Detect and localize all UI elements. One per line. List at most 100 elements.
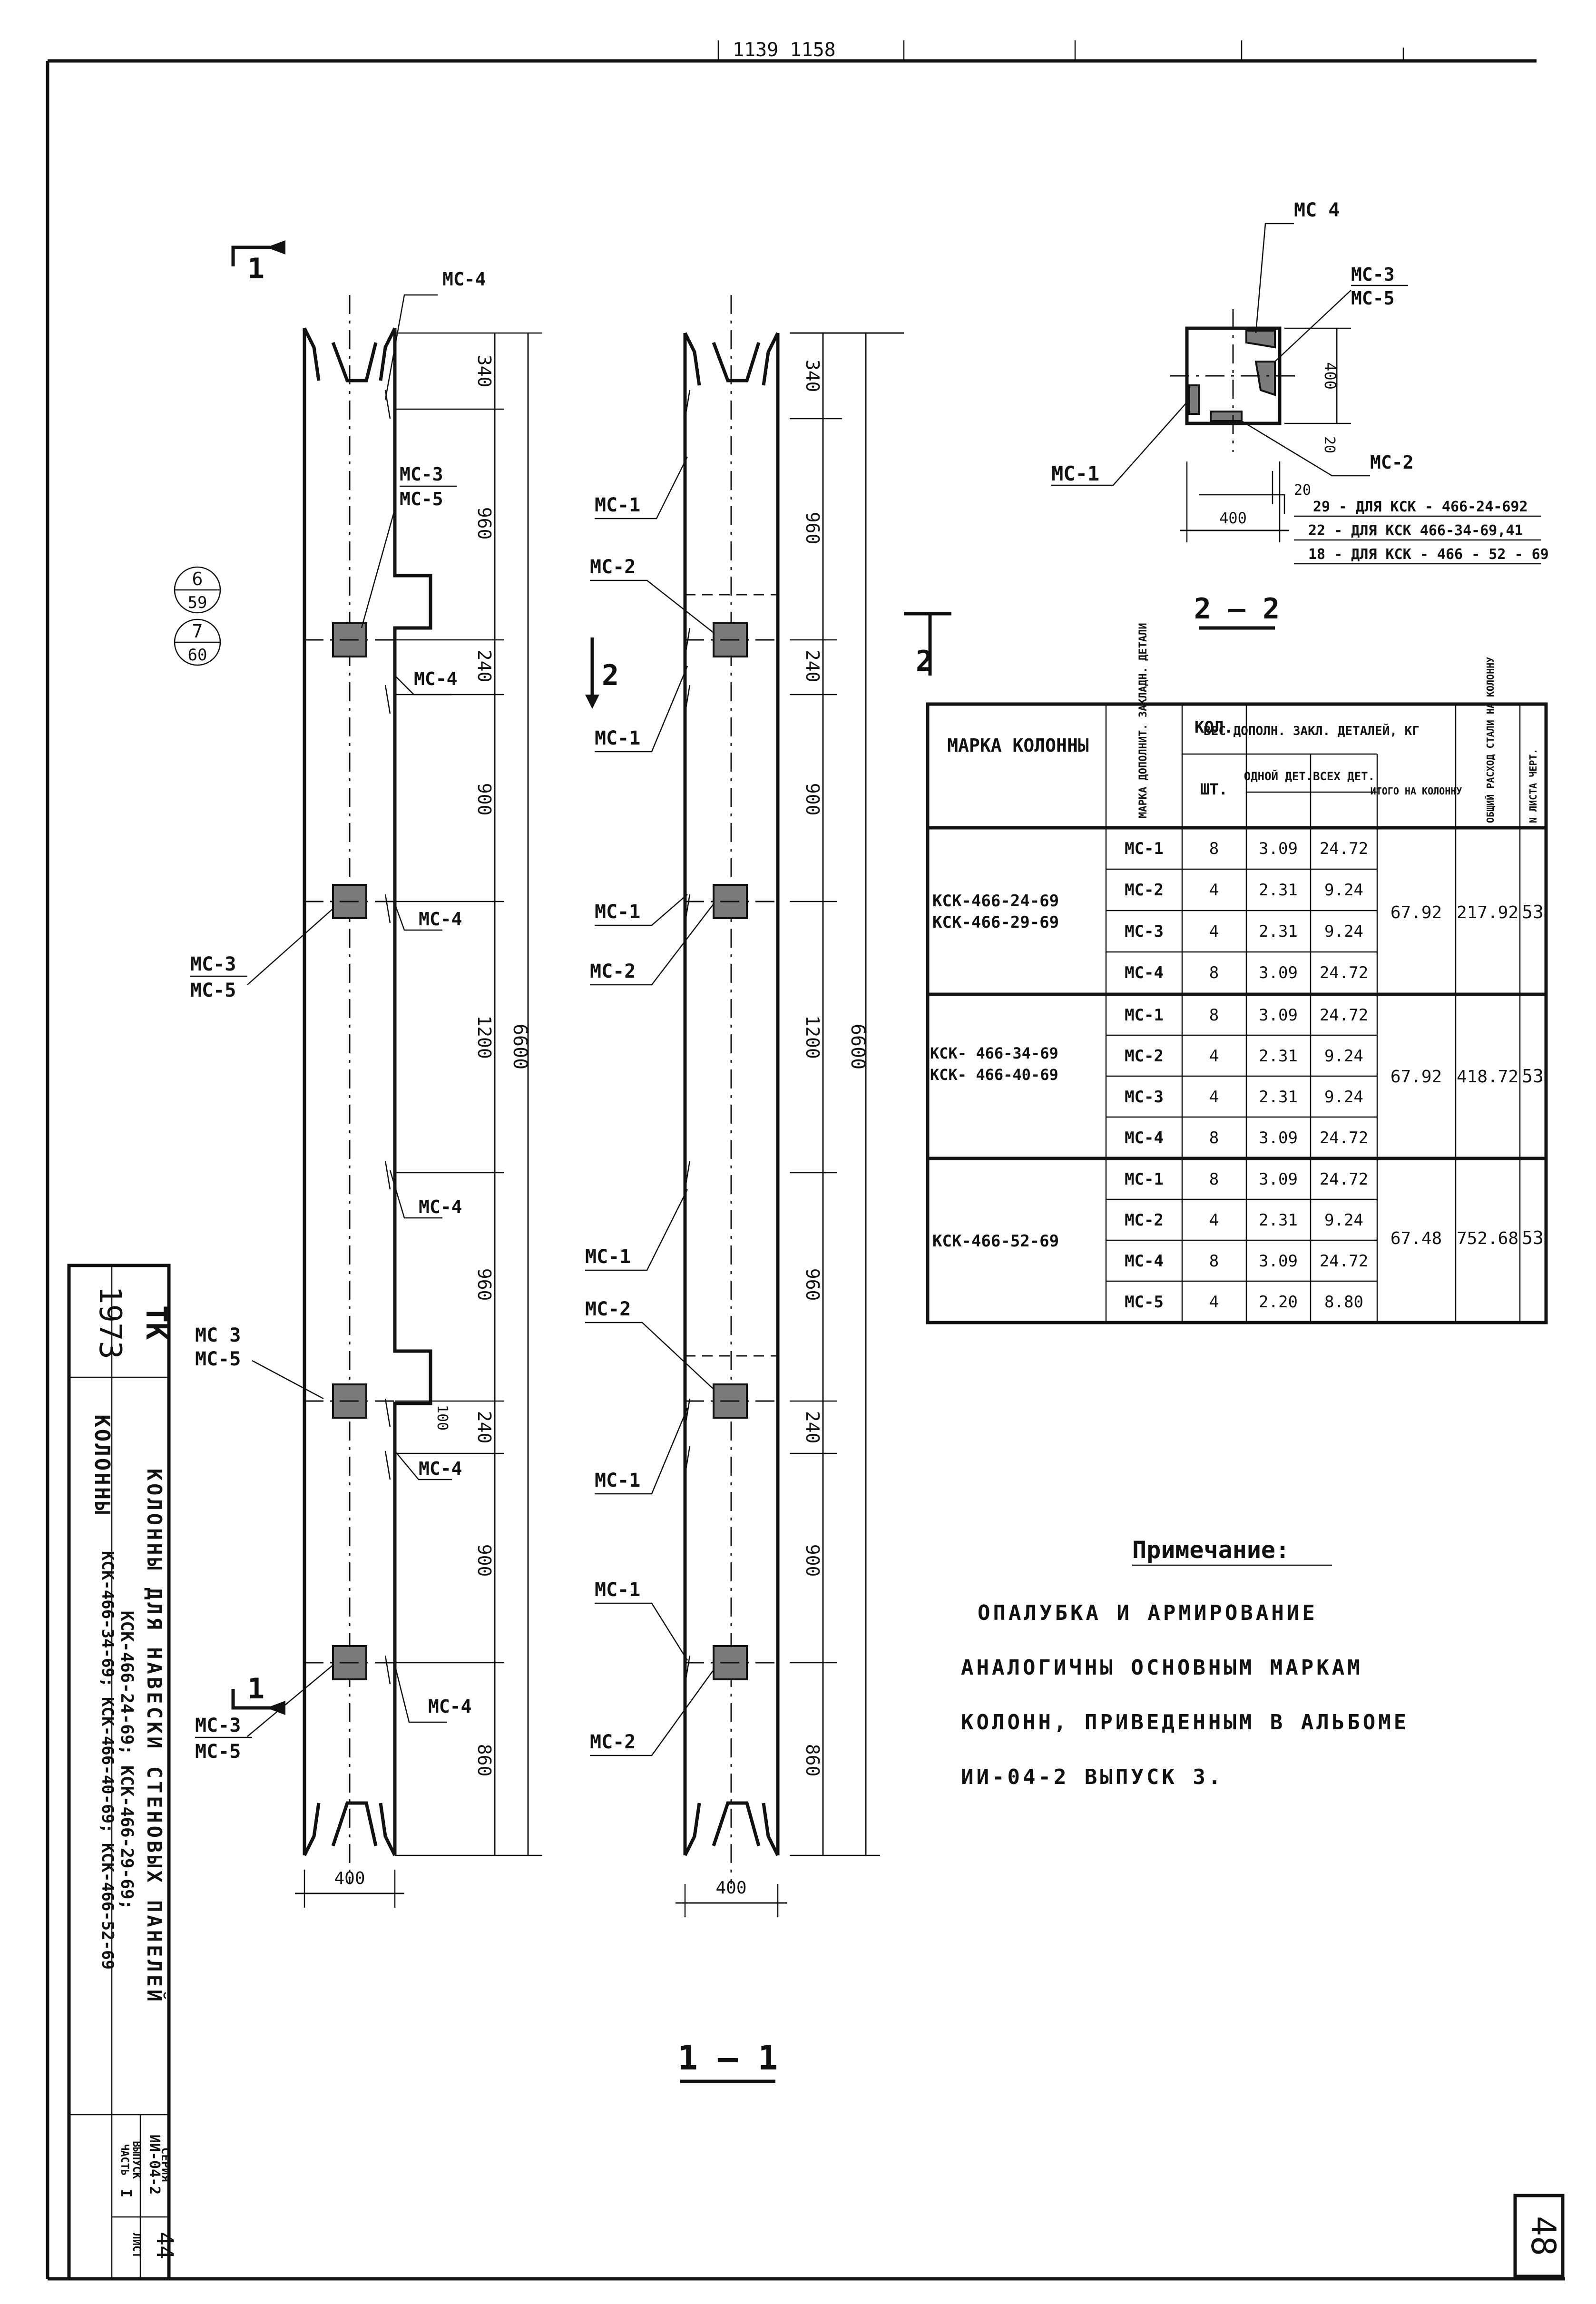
r-label-8: МС-1 bbox=[595, 1470, 640, 1491]
g2-r4-one: 3.09 bbox=[1259, 1128, 1298, 1147]
g3-per-col: 67.48 bbox=[1390, 1229, 1442, 1248]
g3-steel: 752.68 bbox=[1457, 1229, 1518, 1248]
left-column-view: 1 1 340 960 240 900 120 bbox=[174, 240, 542, 1908]
note-line-4: ИИ-04-2 ВЫПУСК 3. bbox=[961, 1765, 1224, 1789]
tb-line1: КСК-466-24-69; КСК-466-29-69; bbox=[117, 1611, 137, 1910]
g1-r1-qty: 8 bbox=[1209, 839, 1219, 858]
left-dim-340: 340 bbox=[474, 355, 495, 388]
g1-r3-part: МС-3 bbox=[1125, 922, 1164, 941]
label-row5-mc4: МС-4 bbox=[419, 1458, 462, 1479]
right-dim-960-a: 960 bbox=[802, 512, 823, 545]
s22-caption: 2 — 2 bbox=[1194, 592, 1280, 626]
g2-r2-one: 2.31 bbox=[1259, 1047, 1298, 1066]
g1-r3-one: 2.31 bbox=[1259, 922, 1298, 941]
tb-category: КОЛОННЫ bbox=[90, 1414, 114, 1516]
hdr-per-col: ИТОГО НА КОЛОННУ bbox=[1371, 785, 1462, 797]
g3-r4-one: 2.20 bbox=[1259, 1293, 1298, 1312]
sheet-frame: 1139 1158 bbox=[46, 39, 1565, 2281]
g2-r1-part: МС-1 bbox=[1125, 1006, 1164, 1025]
left-dim-240-a: 240 bbox=[474, 650, 495, 683]
g1-r2-part: МС-2 bbox=[1125, 881, 1164, 900]
g2-r3-qty: 4 bbox=[1209, 1088, 1219, 1107]
g1-r1-one: 3.09 bbox=[1259, 839, 1298, 858]
g3-r2-qty: 4 bbox=[1209, 1211, 1219, 1230]
hdr-part-mark: МАРКА ДОПОЛНИТ. ЗАКЛАДН. ДЕТАЛИ bbox=[1137, 623, 1149, 818]
g2-r1-one: 3.09 bbox=[1259, 1006, 1298, 1025]
r-label-5: МС-2 bbox=[590, 961, 636, 982]
right-width-dim: 400 bbox=[715, 1878, 746, 1898]
g3-r1-qty: 8 bbox=[1209, 1170, 1219, 1189]
tb-issue: I bbox=[117, 2189, 134, 2197]
g3-r4-all: 8.80 bbox=[1324, 1293, 1363, 1312]
g3-r3-all: 24.72 bbox=[1320, 1252, 1368, 1271]
ref-7: 7 bbox=[192, 621, 203, 642]
g2-r2-all: 9.24 bbox=[1324, 1047, 1363, 1066]
s22-label-left: МС-1 bbox=[1051, 462, 1099, 485]
s22-label-b: МС-5 bbox=[1351, 288, 1395, 309]
title-block: 1973 ТК КОЛОННЫ КОЛОННЫ ДЛЯ НАВЕСКИ СТЕН… bbox=[67, 1264, 178, 2281]
section-2-2: МС 4 МС-3 МС-5 МС-2 МС-1 400 20 400 20 2… bbox=[904, 199, 1549, 678]
note-block: Примечание: ОПАЛУБКА И АРМИРОВАНИЕ АНАЛО… bbox=[961, 1536, 1409, 1789]
tb-part-label: ЧАСТЬ bbox=[118, 2144, 130, 2176]
r-label-3: МС-1 bbox=[595, 727, 640, 749]
hdr-sheet: N ЛИСТА ЧЕРТ. bbox=[1527, 748, 1539, 823]
tb-title: КОЛОННЫ ДЛЯ НАВЕСКИ СТЕНОВЫХ ПАНЕЛЕЙ bbox=[143, 1469, 166, 2004]
g3-r1-part: МС-1 bbox=[1125, 1170, 1164, 1189]
section-mark-top-left: 1 bbox=[247, 252, 264, 285]
right-dim-1200: 1200 bbox=[802, 1015, 823, 1059]
label-row6-mc3: МС-3 bbox=[195, 1715, 241, 1736]
tb-series-label: СЕРИЯ bbox=[159, 2147, 172, 2182]
right-dim-total: 6600 bbox=[847, 1024, 869, 1069]
label-row6-mc4: МС-4 bbox=[428, 1696, 472, 1717]
g2-r3-one: 2.31 bbox=[1259, 1088, 1298, 1107]
s22-note-1: 29 - ДЛЯ КСК - 466-24-692 bbox=[1313, 499, 1528, 515]
g2-r4-qty: 8 bbox=[1209, 1128, 1219, 1147]
ref-6: 6 bbox=[192, 569, 203, 589]
g3-r2-all: 9.24 bbox=[1324, 1211, 1363, 1230]
g1-sheet: 53 bbox=[1522, 902, 1544, 922]
g1-r1-all: 24.72 bbox=[1320, 839, 1368, 858]
label-row3-mc4: МС-4 bbox=[419, 909, 462, 930]
r-label-4: МС-1 bbox=[595, 901, 640, 923]
g1-r3-qty: 4 bbox=[1209, 922, 1219, 941]
g1-r4-one: 3.09 bbox=[1259, 963, 1298, 982]
s22-label-c: МС-2 bbox=[1370, 452, 1414, 473]
r-label-10: МС-2 bbox=[590, 1731, 636, 1753]
section-mark-bottom-left: 1 bbox=[247, 1672, 264, 1706]
right-dim-340: 340 bbox=[802, 360, 823, 392]
s22-dim-20b: 20 bbox=[1294, 482, 1311, 499]
left-dim-total: 6600 bbox=[509, 1024, 531, 1069]
tb-series: ИИ-04-2 bbox=[146, 2135, 163, 2195]
ref-60: 60 bbox=[188, 646, 207, 665]
g2-r3-part: МС-3 bbox=[1125, 1088, 1164, 1107]
g1-per-col: 67.92 bbox=[1390, 903, 1442, 922]
g1-r4-all: 24.72 bbox=[1320, 963, 1368, 982]
g1-r4-part: МС-4 bbox=[1125, 963, 1164, 982]
hdr-mark-text: МАРКА КОЛОННЫ bbox=[947, 735, 1089, 756]
note-line-1: ОПАЛУБКА И АРМИРОВАНИЕ bbox=[978, 1601, 1318, 1625]
s22-dim-400v: 400 bbox=[1321, 362, 1339, 390]
hdr-qty: КОЛ. bbox=[1195, 718, 1234, 737]
top-stamp-number: 1139 1158 bbox=[733, 39, 836, 61]
note-line-2: АНАЛОГИЧНЫ ОСНОВНЫМ МАРКАМ bbox=[961, 1656, 1363, 1680]
r-label-1: МС-1 bbox=[595, 494, 640, 516]
label-row5-mc5: МС-5 bbox=[195, 1348, 241, 1370]
hdr-weight: ВЕС ДОПОЛН. ЗАКЛ. ДЕТАЛЕЙ, КГ bbox=[1204, 723, 1420, 738]
right-dim-900-b: 900 bbox=[802, 1544, 823, 1577]
right-dim-860: 860 bbox=[802, 1744, 823, 1777]
g1-steel: 217.92 bbox=[1457, 903, 1518, 922]
note-line-3: КОЛОНН, ПРИВЕДЕННЫМ В АЛЬБОМЕ bbox=[961, 1710, 1409, 1735]
g3-r2-one: 2.31 bbox=[1259, 1211, 1298, 1230]
section-1-1-caption: 1 — 1 bbox=[678, 2039, 778, 2078]
g2-mark-1: КСК- 466-34-69 bbox=[930, 1044, 1058, 1062]
g1-r3-all: 9.24 bbox=[1324, 922, 1363, 941]
note-title: Примечание: bbox=[1132, 1536, 1290, 1564]
label-row3-mc3: МС-3 bbox=[190, 953, 236, 975]
s22-dim-400h: 400 bbox=[1219, 509, 1247, 527]
g2-r1-qty: 8 bbox=[1209, 1006, 1219, 1025]
left-dim-900-b: 900 bbox=[474, 1544, 495, 1577]
g2-sheet: 53 bbox=[1522, 1066, 1544, 1087]
g2-r4-all: 24.72 bbox=[1320, 1128, 1368, 1147]
ref-59: 59 bbox=[188, 593, 207, 612]
